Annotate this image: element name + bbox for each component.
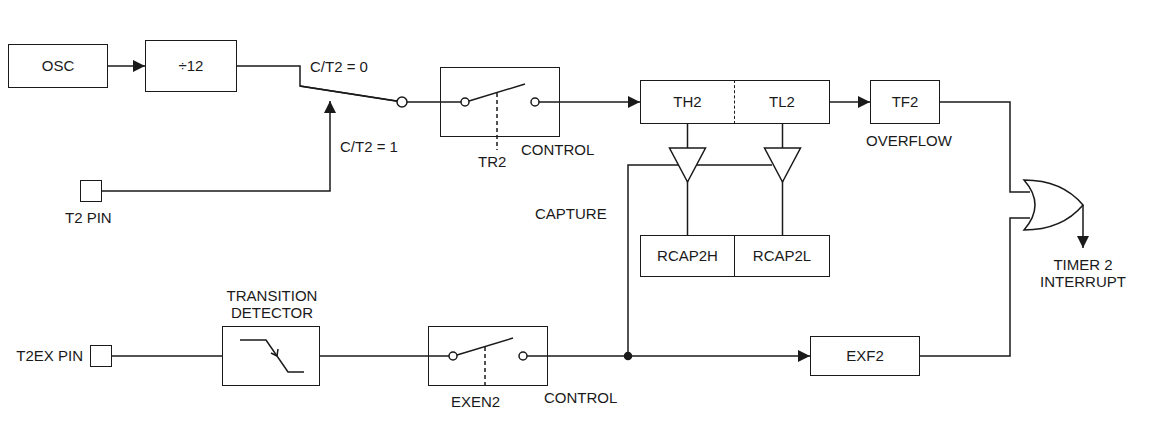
flag-box: TF2	[870, 80, 940, 124]
register-box: RCAP2H	[640, 235, 735, 277]
node-text: OSC	[42, 57, 75, 74]
register-box: RCAP2L	[735, 235, 830, 277]
node-text: TR2	[478, 153, 506, 170]
switch-contact	[531, 98, 539, 106]
output-label: TIMER 2 INTERRUPT	[1028, 256, 1138, 291]
node-text: RCAP2H	[657, 247, 718, 264]
node-text: TRANSITION DETECTOR	[211, 287, 333, 322]
mode-label: C/T2 = 0	[310, 58, 368, 75]
junction-dot	[625, 353, 632, 360]
falling-edge-symbol	[240, 340, 304, 372]
switch-contact	[519, 352, 527, 360]
switch-pivot	[397, 97, 407, 107]
signal-wire	[548, 355, 810, 357]
register-box: TL2	[735, 80, 830, 124]
signal-wire	[108, 65, 145, 67]
switch-wire	[428, 355, 548, 357]
signal-label: OVERFLOW	[866, 132, 952, 149]
node-text: CONTROL	[521, 141, 594, 158]
buffer-triangle	[765, 148, 801, 182]
node-text: RCAP2L	[753, 247, 811, 264]
capture-wire	[628, 165, 772, 356]
signal-wire	[320, 355, 428, 357]
node-text: TF2	[892, 93, 919, 110]
switch-lever	[457, 338, 513, 355]
control-switch: CONTROLEXEN2	[428, 326, 548, 386]
t2-wire	[102, 101, 330, 191]
node-text: TL2	[769, 93, 795, 110]
oscillator-box: OSC	[8, 44, 108, 88]
node-text: TH2	[673, 93, 701, 110]
node-text: CONTROL	[544, 389, 617, 406]
pin-terminal: T2EX PIN	[90, 345, 112, 367]
exf2-to-gate-wire	[920, 218, 1030, 356]
signal-wire	[830, 101, 870, 103]
switch-lever	[469, 84, 525, 101]
divider-box: ÷12	[145, 40, 237, 92]
node-text: T2EX PIN	[16, 347, 83, 364]
signal-label: CAPTURE	[535, 205, 607, 222]
interrupt-wire	[1082, 205, 1084, 248]
register-box: TH2	[640, 80, 735, 124]
switch-contact	[449, 352, 457, 360]
flag-box: EXF2	[810, 336, 920, 376]
switch-wire	[440, 101, 560, 103]
pin-terminal: T2 PIN	[80, 180, 102, 202]
buffer-triangle	[670, 148, 706, 182]
switch-contact	[461, 98, 469, 106]
edge-arrow	[271, 349, 278, 356]
tf2-to-gate-wire	[940, 102, 1030, 192]
node-text: ÷12	[179, 57, 204, 74]
signal-wire	[112, 355, 222, 357]
transition-detector: TRANSITION DETECTOR	[222, 326, 320, 386]
mode-label: C/T2 = 1	[340, 138, 398, 155]
control-dash	[496, 93, 498, 150]
node-text: EXEN2	[451, 393, 500, 410]
control-dash	[484, 347, 486, 389]
signal-wire	[560, 101, 640, 103]
or-gate	[1024, 180, 1083, 230]
node-text: EXF2	[846, 347, 884, 364]
control-switch: CONTROLTR2	[440, 67, 560, 137]
node-text: T2 PIN	[65, 209, 112, 226]
